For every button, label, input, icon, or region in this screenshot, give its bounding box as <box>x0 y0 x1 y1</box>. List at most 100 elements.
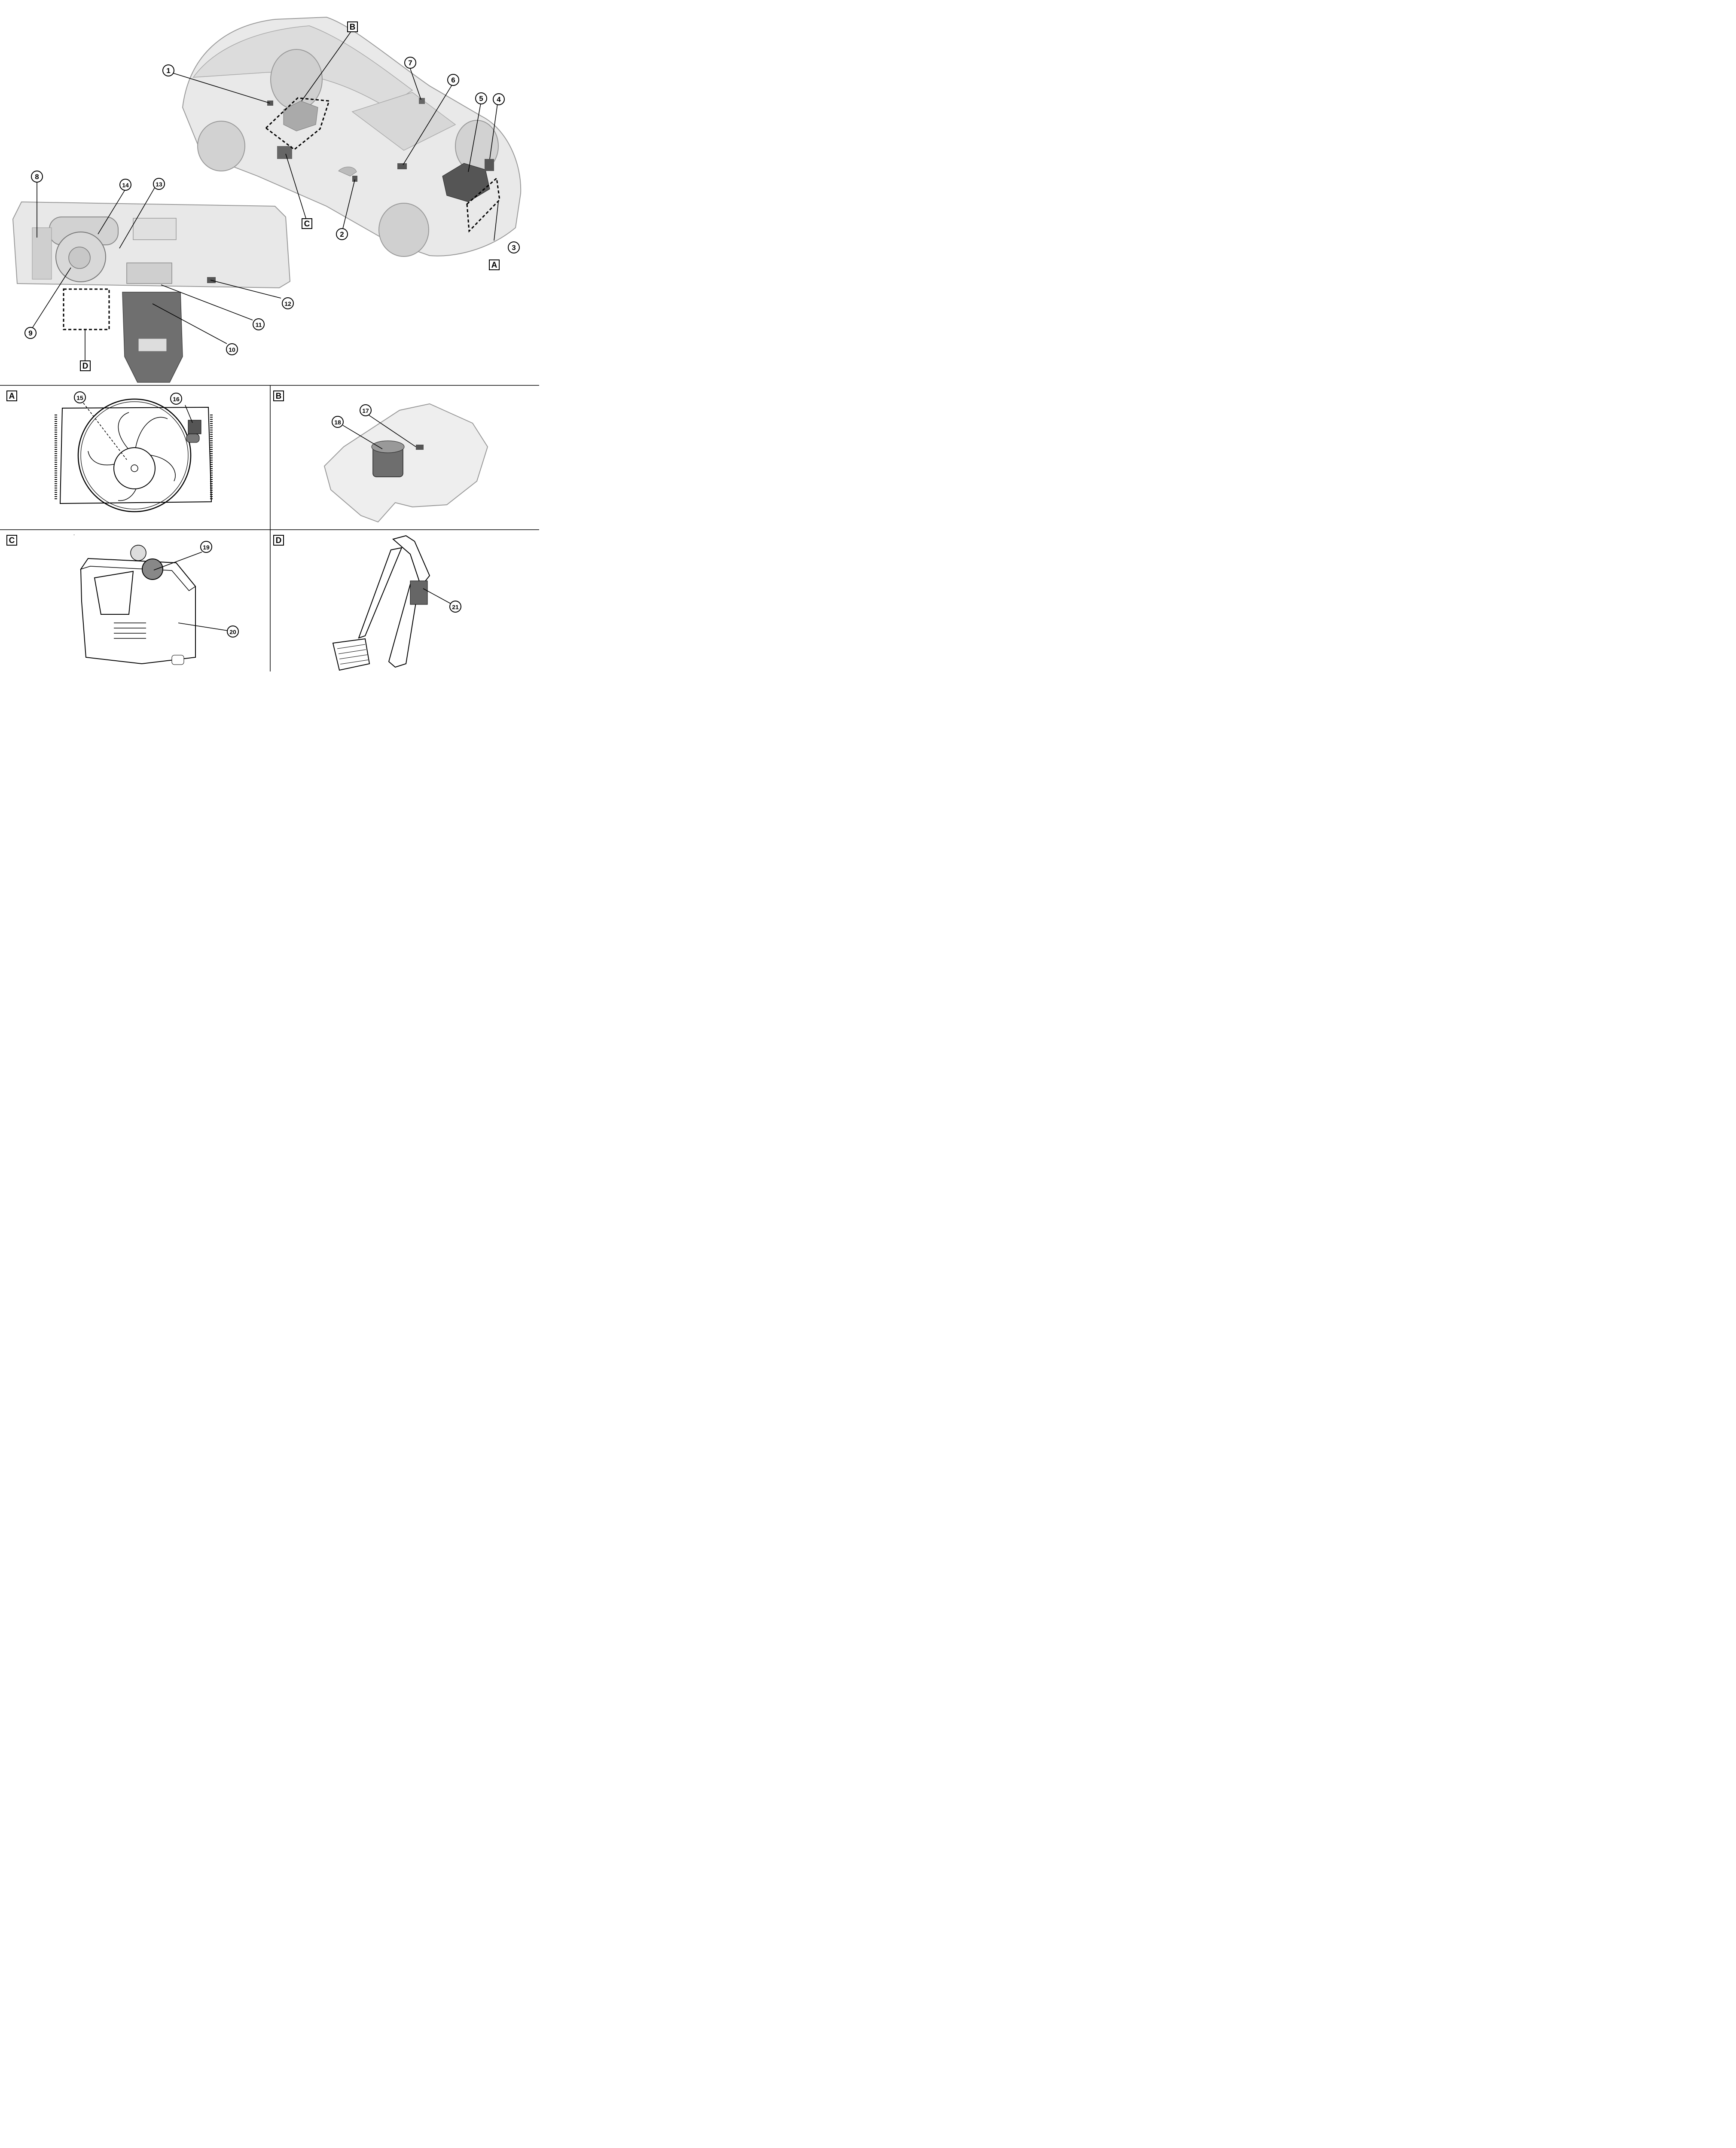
svg-text:C: C <box>9 536 15 545</box>
callout-14: 14 <box>119 179 131 191</box>
callout-11: 11 <box>253 318 265 330</box>
callout-8: 8 <box>31 171 43 183</box>
svg-text:D: D <box>276 536 282 545</box>
radiator-fan-illustration <box>55 398 213 513</box>
callout-1: 1 <box>162 64 174 76</box>
panel-labels: A B C D <box>6 391 284 546</box>
module-2 <box>352 176 357 182</box>
svg-text:11: 11 <box>256 321 262 328</box>
svg-text:8: 8 <box>35 173 39 181</box>
pedal-position-sensor <box>410 580 428 605</box>
leader-lines <box>32 32 499 631</box>
dashboard-illustration <box>12 201 291 383</box>
region-b-outline <box>265 97 330 150</box>
fan-connector-16 <box>188 420 201 434</box>
fan-resistor <box>186 433 200 443</box>
fuel-tank-illustration <box>323 403 488 523</box>
fan-blades <box>88 412 176 501</box>
callouts: 1 2 3 4 5 6 7 8 9 10 11 12 13 14 15 16 1… <box>24 57 520 638</box>
marker-c: C <box>302 218 312 229</box>
fan-shroud-ring <box>77 398 192 513</box>
reservoir-illustration <box>80 545 196 665</box>
fan-motor-center <box>131 464 138 472</box>
center-console <box>122 292 183 383</box>
panel-grid <box>0 385 539 671</box>
callout-9: 9 <box>24 327 37 339</box>
callout-19: 19 <box>200 541 212 553</box>
callout-3: 3 <box>508 241 520 253</box>
callout-15: 15 <box>74 391 86 403</box>
marker-a: A <box>489 259 500 270</box>
callout-10: 10 <box>226 343 238 355</box>
vehicle-illustration <box>182 16 522 257</box>
callout-18: 18 <box>332 416 344 428</box>
pedal-box-illustration <box>332 535 430 671</box>
panel-b-label: B <box>273 391 284 401</box>
pedal-bracket <box>392 535 430 588</box>
svg-text:9: 9 <box>28 329 32 337</box>
svg-text:A: A <box>9 392 15 401</box>
marker-d: D <box>80 360 91 371</box>
brake-pad-grip <box>337 644 369 665</box>
fuel-pump-flange <box>371 440 405 453</box>
svg-text:C: C <box>304 220 310 229</box>
engine-block <box>442 163 490 202</box>
callout-20: 20 <box>227 625 239 638</box>
svg-text:5: 5 <box>479 95 483 103</box>
module-7 <box>419 98 425 104</box>
brake-pedal-arm <box>358 547 403 639</box>
callout-12: 12 <box>282 297 294 309</box>
panel-d-label: D <box>273 535 284 546</box>
fuse-box <box>485 159 494 171</box>
fan-shroud-inner <box>80 401 189 510</box>
region-d-outline <box>63 288 110 330</box>
door-mirror <box>338 167 357 177</box>
marker-b: B <box>347 21 358 32</box>
canister-c <box>277 146 292 159</box>
center-controls <box>126 262 172 284</box>
svg-text:B: B <box>276 392 282 401</box>
svg-text:1: 1 <box>166 67 170 75</box>
reservoir-pump-19 <box>142 558 163 580</box>
svg-text:16: 16 <box>173 396 180 403</box>
module-1 <box>267 101 273 106</box>
center-screen <box>133 218 177 240</box>
fan-motor-hub <box>113 447 156 489</box>
callout-7: 7 <box>404 57 416 69</box>
module-6 <box>397 163 407 169</box>
svg-text:12: 12 <box>284 300 291 307</box>
callout-13: 13 <box>153 178 165 190</box>
wheel-front-left <box>378 203 429 257</box>
svg-text:D: D <box>82 362 88 371</box>
fuel-level-sender <box>416 445 424 450</box>
fuel-tank-body <box>323 403 488 523</box>
callout-16: 16 <box>170 393 182 405</box>
reservoir-pump-outlet <box>130 545 146 561</box>
svg-text:6: 6 <box>451 76 455 84</box>
brake-pedal-pad <box>332 638 370 671</box>
svg-text:15: 15 <box>76 394 83 401</box>
reservoir-lid <box>80 558 196 591</box>
svg-text:A: A <box>491 261 497 270</box>
svg-text:19: 19 <box>203 544 210 551</box>
reservoir-pipe <box>171 655 184 665</box>
wiring-component-location-diagram: 1 2 3 4 5 6 7 8 9 10 11 12 13 14 15 16 1… <box>0 16 539 671</box>
svg-text:20: 20 <box>229 629 236 635</box>
wheel-rear-right <box>270 49 323 110</box>
svg-text:14: 14 <box>122 182 129 189</box>
callout-4: 4 <box>493 93 505 105</box>
svg-text:10: 10 <box>229 346 235 353</box>
vehicle-windshield <box>351 92 456 151</box>
reservoir-body <box>80 558 196 665</box>
callout-5: 5 <box>475 92 487 104</box>
panel-c-label: C <box>6 535 17 546</box>
svg-text:13: 13 <box>156 181 162 188</box>
console-vents <box>138 338 167 352</box>
fuel-tank-mini <box>283 101 318 131</box>
vehicle-body <box>182 16 522 256</box>
svg-text:2: 2 <box>340 230 344 238</box>
reservoir-grid <box>94 571 134 615</box>
callout-21: 21 <box>449 601 461 613</box>
svg-text:18: 18 <box>334 419 341 426</box>
callout-6: 6 <box>447 74 459 86</box>
